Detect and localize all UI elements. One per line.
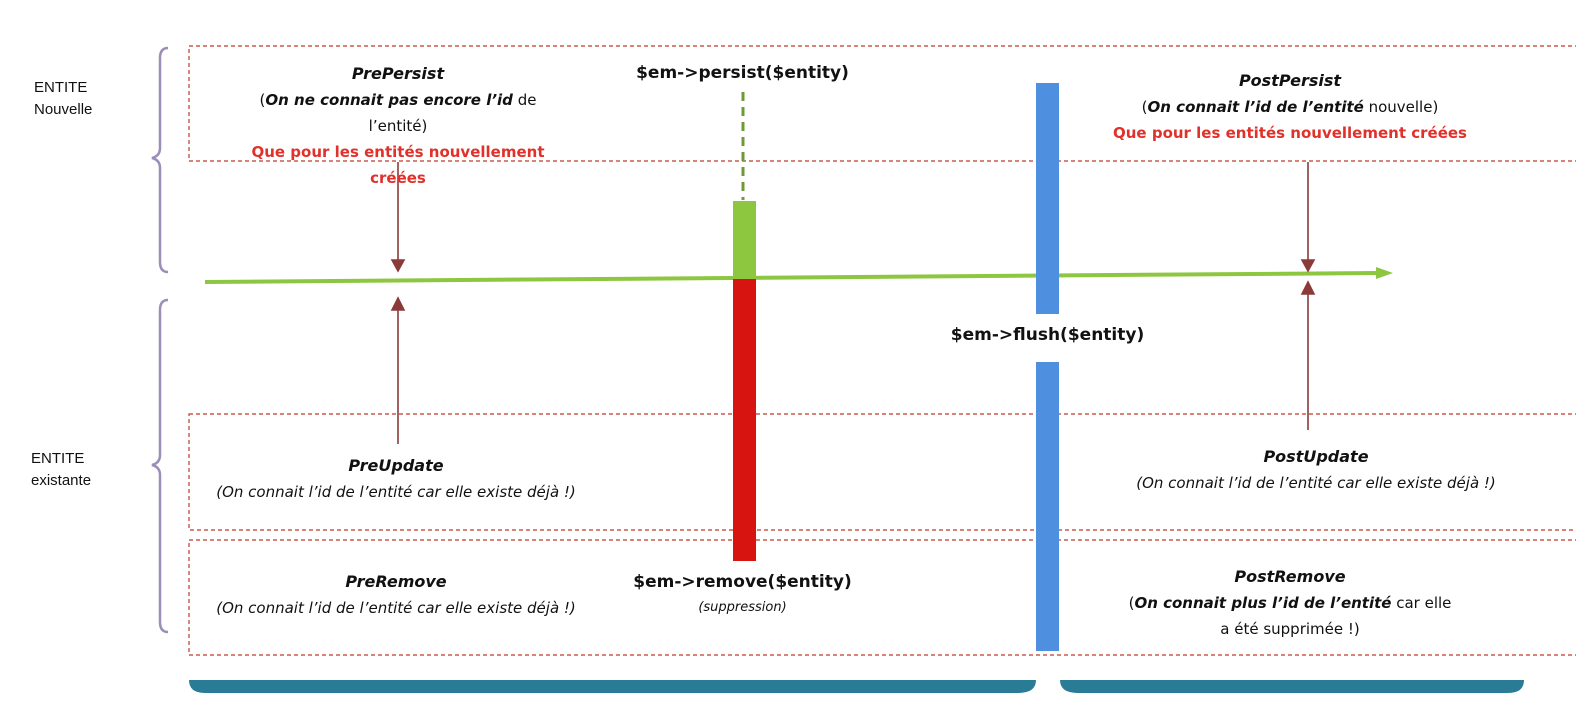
timeline-line xyxy=(204,271,1379,284)
persist-call-label: $em->persist($entity) xyxy=(636,63,849,83)
preupdate-arrowhead xyxy=(390,296,406,311)
new-entity-label: ENTITE Nouvelle xyxy=(34,77,92,121)
postremove-desc-line2: a été supprimée !) xyxy=(1220,620,1360,638)
postpersist-title: PostPersist xyxy=(1238,71,1342,90)
new-entity-brace xyxy=(151,46,169,274)
preremove-hook: PreRemove (On connait l’id de l’entité c… xyxy=(200,569,592,621)
flush-bar-top xyxy=(1036,83,1059,314)
remove-call-sublabel: (suppression) xyxy=(698,600,787,615)
preupdate-title: PreUpdate xyxy=(348,456,444,475)
postremove-hook: PostRemove (On connait plus l’id de l’en… xyxy=(1110,564,1470,642)
bottom-bracket-right xyxy=(1060,680,1524,693)
postremove-desc: (On connait plus l’id de l’entité car el… xyxy=(1110,590,1470,616)
flush-bar-bottom xyxy=(1036,362,1059,651)
prepersist-desc-open: ( xyxy=(259,91,266,109)
preupdate-hook: PreUpdate (On connait l’id de l’entité c… xyxy=(200,453,592,505)
postpersist-desc-open: ( xyxy=(1141,98,1148,116)
postupdate-arrowhead xyxy=(1300,280,1316,295)
remove-bar xyxy=(733,279,756,561)
existing-entity-brace xyxy=(151,298,169,634)
prepersist-title: PrePersist xyxy=(351,64,445,83)
postpersist-desc-strong: On connait l’id de l’entité xyxy=(1147,98,1364,116)
prepersist-desc-strong: On ne connait pas encore l’id xyxy=(265,91,513,109)
bottom-bracket-left xyxy=(189,680,1036,693)
remove-call-label: $em->remove($entity) xyxy=(633,572,852,592)
update-region-box xyxy=(188,413,1576,531)
prepersist-arrowhead xyxy=(390,259,406,273)
preupdate-desc: (On connait l’id de l’entité car elle ex… xyxy=(216,483,576,501)
remove-region-box xyxy=(188,539,1576,656)
postpersist-note: Que pour les entités nouvellement créées xyxy=(1113,124,1467,142)
postpersist-desc-rest: nouvelle) xyxy=(1363,98,1439,116)
postpersist-desc: (On connait l’id de l’entité nouvelle) xyxy=(1110,94,1470,120)
new-entity-label-line1: ENTITE xyxy=(34,79,88,96)
postremove-title: PostRemove xyxy=(1234,567,1346,586)
prepersist-desc: (On ne connait pas encore l’id de l’enti… xyxy=(228,87,568,139)
postupdate-desc: (On connait l’id de l’entité car elle ex… xyxy=(1136,474,1496,492)
preremove-desc: (On connait l’id de l’entité car elle ex… xyxy=(216,599,576,617)
new-entity-label-line2: Nouvelle xyxy=(34,101,93,118)
postupdate-hook: PostUpdate (On connait l’id de l’entité … xyxy=(1120,444,1512,496)
prepersist-note: Que pour les entités nouvellement créées xyxy=(251,143,545,187)
postremove-desc-strong: On connait plus l’id de l’entité xyxy=(1134,594,1392,612)
existing-entity-label-line1: ENTITE xyxy=(31,450,85,467)
persist-bar xyxy=(733,201,756,279)
new-entity-region-box xyxy=(188,45,1576,162)
prepersist-hook: PrePersist (On ne connait pas encore l’i… xyxy=(228,61,568,191)
postpersist-arrowhead xyxy=(1300,259,1316,273)
existing-entity-label: ENTITE existante xyxy=(31,448,91,492)
postremove-desc-rest: car elle xyxy=(1391,594,1452,612)
preremove-title: PreRemove xyxy=(345,572,447,591)
flush-call-label: $em->flush($entity) xyxy=(950,325,1145,345)
postupdate-title: PostUpdate xyxy=(1263,447,1369,466)
timeline-arrowhead xyxy=(1376,267,1393,279)
postpersist-hook: PostPersist (On connait l’id de l’entité… xyxy=(1110,68,1470,146)
existing-entity-label-line2: existante xyxy=(31,472,92,489)
prepersist-desc-rest: de l’entité) xyxy=(368,91,537,135)
postremove-desc-open: ( xyxy=(1128,594,1135,612)
